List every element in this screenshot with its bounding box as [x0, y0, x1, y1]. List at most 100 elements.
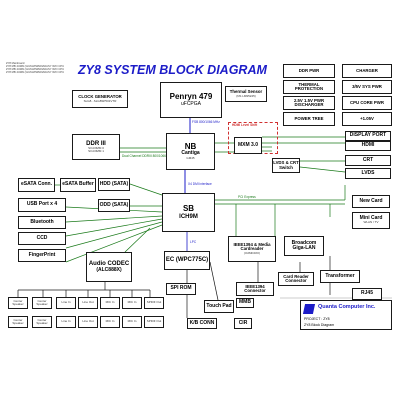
spi-rom-label: SPI ROM [170, 285, 192, 292]
nb-cantiga: Cantiga [181, 150, 200, 157]
rj45-block: RJ45 [352, 288, 382, 300]
kb-conn-block: K/B CONN [187, 318, 217, 329]
ddr-pwr-block: DDR PWR [283, 64, 335, 78]
note-line: ZY8 MB 44399 (GO/GM/WM/GM/ASY W/O CPU [6, 68, 65, 72]
usb-port-label: USB Port x 4 [26, 201, 58, 208]
esata-buffer-block: eSATA Buffer [60, 178, 96, 192]
thermal-sensor-label: Thermal Sensor [229, 89, 263, 95]
audio-jack-label: Center Speaker [36, 298, 48, 306]
sb-ich9m: ICH9M [179, 213, 198, 220]
note-line: ZY8 MB 44399 (GO/GM/WM/GM/ASY W/O CPU [6, 65, 65, 69]
ddr3-sodimm0: SO-DIMM 0 [88, 145, 104, 150]
thermal-protection-label: THERMAL PROTECTION [294, 81, 324, 91]
diagram-title: ZY8 SYSTEM BLOCK DIAGRAM [78, 63, 267, 77]
pci-express-label: PCI Express [238, 195, 256, 199]
mmb-label: MMB [239, 299, 251, 306]
cir-label: CIR [238, 319, 248, 326]
new-card-block: New Card [352, 195, 390, 208]
audio-jack-label: Line In [61, 300, 71, 305]
broadcom-lan-block: Broadcom Giga-LAN [284, 236, 324, 256]
charger-label: CHARGER [356, 67, 378, 73]
usb-port-block: USB Port x 4 [18, 198, 66, 212]
touch-pad-block: Touch Pad [204, 300, 234, 313]
audio-codec-label: Audio CODEC [88, 261, 130, 268]
power-tree-block: POWER TREE [283, 112, 335, 126]
bluetooth-block: Bluetooth [18, 216, 66, 229]
esata-conn-block: eSATA Conn. [18, 178, 55, 192]
lvds-label: LVDS [361, 169, 375, 176]
speaker-label: Center Speaker [36, 317, 48, 325]
sys-pwr-block: 3/5V SYS PWR [342, 80, 392, 94]
card-reader-conn-label: Card Reader Connector [283, 273, 309, 283]
speaker-1: Center Speaker [32, 316, 52, 328]
lvds-crt-switch-block: LVDS & CRT Switch [272, 158, 300, 173]
mini-card-label: Mini Card [359, 215, 383, 222]
audio-jack-1: Center Speaker [32, 297, 52, 309]
audio-jack-label: SPDIF Out [146, 300, 162, 305]
thermal-protection-block: THERMAL PROTECTION [283, 80, 335, 94]
thermal-sensor-block: Thermal Sensor (NS LM95245) [225, 86, 267, 102]
fsb-speed: 800/1066 MHz [199, 120, 220, 124]
hdmi-label: HDMI [361, 142, 375, 149]
mini-card-sub: WLAN / TV [363, 220, 379, 225]
audio-jack-label: Line Out [82, 300, 94, 305]
audio-jack-5: MIC In [122, 297, 142, 309]
ddr3-label: DDR III [86, 140, 106, 147]
audio-jack-3: Line Out [78, 297, 98, 309]
ec-label: EC (WPC775C) [165, 257, 209, 264]
ieee1394-block: IEEE1394 & Media Cardreader (O2MICRO) [228, 236, 276, 262]
touch-pad-label: Touch Pad [206, 302, 232, 309]
southbridge-block: SB ICH9M [162, 193, 215, 232]
audio-jack-label: Center Speaker [12, 298, 24, 306]
cpu-block: Penryn 479 uFCPGA [160, 82, 222, 118]
ccd-label: CCD [36, 234, 48, 241]
audio-codec-sub: (ALC888X) [96, 266, 122, 273]
lvds-crt-switch-label: LVDS & CRT Switch [273, 160, 299, 170]
spi-rom-block: SPI ROM [166, 283, 196, 295]
audio-jack-0: Center Speaker [8, 297, 28, 309]
top-left-notes: ZY8 Mainboard ZY8 MB 44399 (GO/GM/WM/GM/… [6, 62, 64, 74]
esata-buffer-label: eSATA Buffer [62, 181, 94, 188]
mxm-label: MXM 3.0 [237, 141, 258, 148]
hdd-label: HDD (SATA) [99, 180, 129, 187]
esata-conn-label: eSATA Conn. [20, 181, 52, 188]
fingerprint-block: FingerPrint [18, 249, 66, 262]
crt-block: CRT [345, 155, 391, 166]
speaker-2: Line In [56, 316, 76, 328]
ddr-pwr-label: DDR PWR [298, 67, 320, 73]
transformer-block: Transformer [320, 270, 360, 283]
ec-block: EC (WPC775C) [164, 251, 210, 270]
ddr3-sodimm1: SO-DIMM 1 [88, 149, 104, 154]
audio-jack-label: MIC In [105, 300, 115, 305]
audio-jack-4: MIC In [100, 297, 120, 309]
fsb-text: FSB [192, 120, 199, 124]
ddr3-block: DDR III SO-DIMM 0 SO-DIMM 1 [72, 134, 120, 160]
speaker-5: MIC In [122, 316, 142, 328]
rj45-label: RJ45 [361, 290, 373, 297]
display-port-block: DISPLAY PORT [345, 131, 391, 141]
ieee1394-conn-block: IEEE1394 Connector [236, 282, 274, 296]
audio-codec-block: Audio CODEC (ALC888X) [86, 252, 132, 282]
power-tree-label: POWER TREE [294, 115, 324, 121]
speaker-label: SPDIF Out [146, 319, 162, 324]
speaker-label: Line In [61, 319, 71, 324]
transformer-label: Transformer [325, 272, 355, 279]
dmi-label: X4 DMI interface [188, 182, 212, 186]
sys-pwr-label: 3/5V SYS PWR [352, 83, 382, 89]
speaker-label: Center Speaker [12, 317, 24, 325]
quanta-title-block: Quanta Computer Inc. PROJECT : ZY8 ZY8 B… [300, 300, 392, 330]
quanta-logo-icon [302, 304, 316, 314]
speaker-label: MIC In [127, 319, 137, 324]
dual-channel-label: Dual Channel DDRIII 800/1066 MHz [122, 154, 174, 158]
odd-label: ODD (SATA) [99, 201, 129, 208]
card-reader-conn-block: Card Reader Connector [278, 272, 314, 286]
broadcom-lan-label: Broadcom Giga-LAN [291, 239, 317, 251]
nb-label: NB [184, 142, 197, 152]
note-line: ZY8 Mainboard [6, 62, 25, 65]
thermal-sensor-sub: (NS LM95245) [236, 93, 256, 98]
clock-generator-label: CLOCK GENERATOR [78, 94, 122, 100]
ccd-block: CCD [18, 232, 66, 245]
audio-jack-2: Line In [56, 297, 76, 309]
cpu-sub: uFCPGA [180, 100, 201, 107]
